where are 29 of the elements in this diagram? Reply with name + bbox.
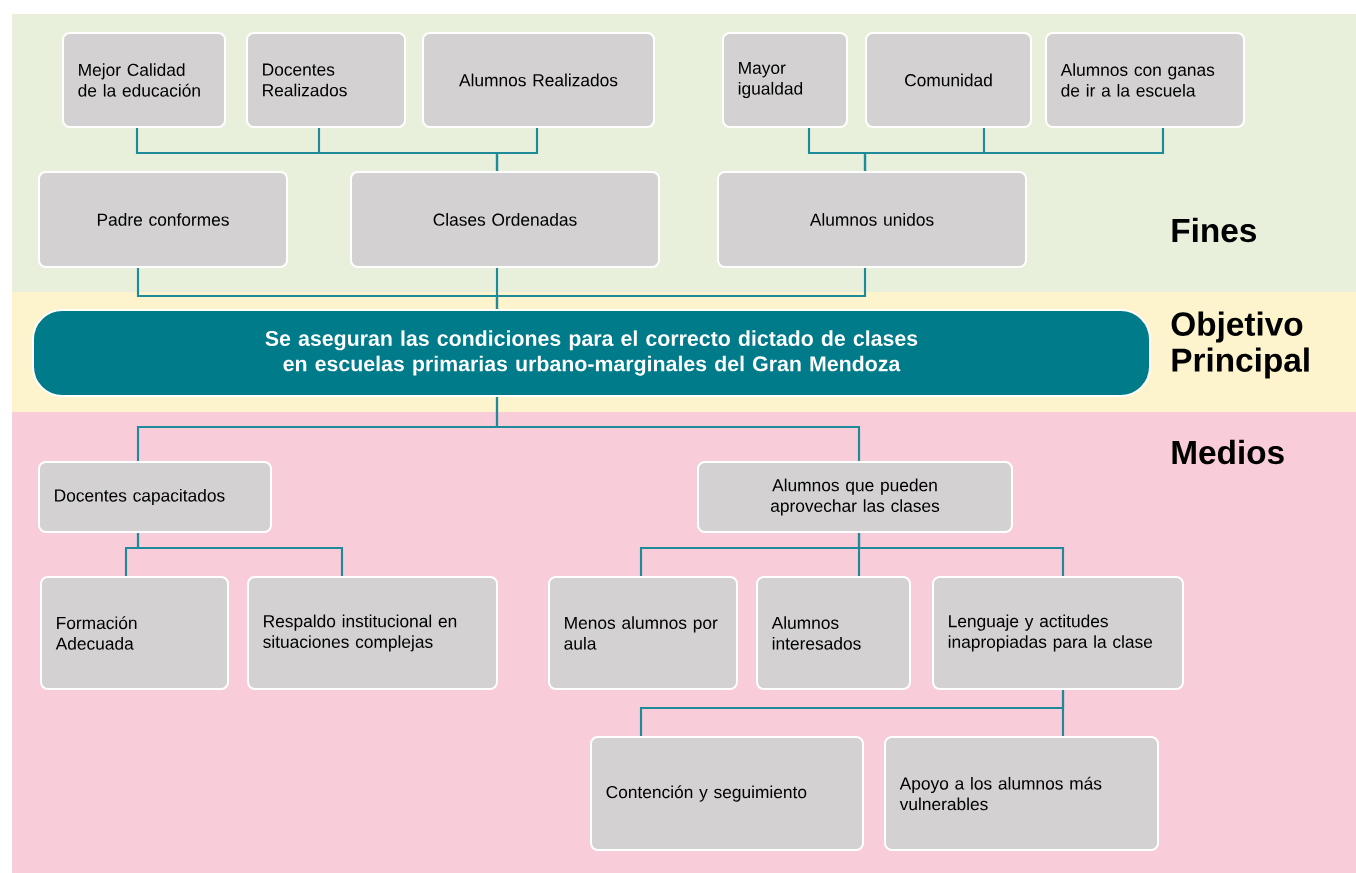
connector [495, 268, 867, 309]
process-box: Alumnos con ganas de ir a la escuela [1045, 32, 1245, 128]
process-box: Menos alumnos por aula [548, 576, 738, 690]
connector [495, 397, 861, 461]
process-box: Docentes capacitados [38, 461, 272, 533]
objective-box: Se aseguran las condiciones para el correcto dictado de clases en escuelas primarias urbano-marginales del Gran Mendoza [32, 309, 1151, 397]
process-box: Lenguaje y actitudes inapropiadas para la clase [932, 576, 1184, 690]
connector [1061, 690, 1065, 736]
band-heading: Objetivo Principal [1171, 311, 1309, 379]
band-heading: Fines [1172, 217, 1256, 243]
process-box: Mayor igualdad [722, 32, 848, 128]
process-box: Clases Ordenadas [350, 171, 660, 268]
connector [857, 533, 1065, 576]
connector [863, 128, 1165, 171]
process-box: Alumnos que pueden aprovechar las clases [697, 461, 1013, 533]
process-box: Docentes Realizados [246, 32, 406, 128]
process-box: Padre conformes [38, 171, 288, 268]
process-box: Contención y seguimiento [590, 736, 864, 851]
process-box: Alumnos Realizados [422, 32, 655, 128]
band-heading: Medios [1172, 439, 1284, 465]
connector [136, 533, 344, 576]
connector [495, 128, 539, 171]
process-box: Apoyo a los alumnos más vulnerables [884, 736, 1159, 851]
process-box: Alumnos unidos [717, 171, 1027, 268]
process-box: Comunidad [865, 32, 1032, 128]
process-box: Mejor Calidad de la educación [62, 32, 226, 128]
process-box: Respaldo institucional en situaciones complejas [247, 576, 498, 690]
process-box: Alumnos interesados [756, 576, 911, 690]
process-box: Formación Adecuada [40, 576, 229, 690]
